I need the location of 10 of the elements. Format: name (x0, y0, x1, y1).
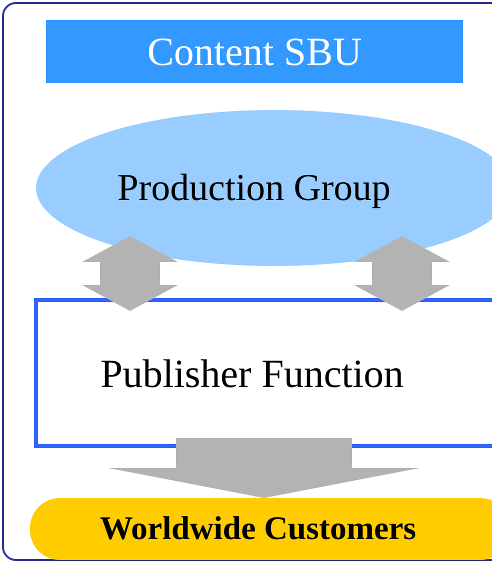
node-label: Worldwide Customers (100, 510, 416, 548)
customers-pill (30, 498, 492, 560)
node-label: Publisher Function (100, 350, 404, 396)
function-box (34, 298, 492, 448)
title-band (46, 20, 463, 83)
node-label: Content SBU (147, 28, 362, 75)
block-arrow (108, 438, 420, 498)
block-arrow (82, 236, 178, 311)
node-label: Production Group (117, 166, 391, 210)
block-arrow (354, 236, 450, 311)
